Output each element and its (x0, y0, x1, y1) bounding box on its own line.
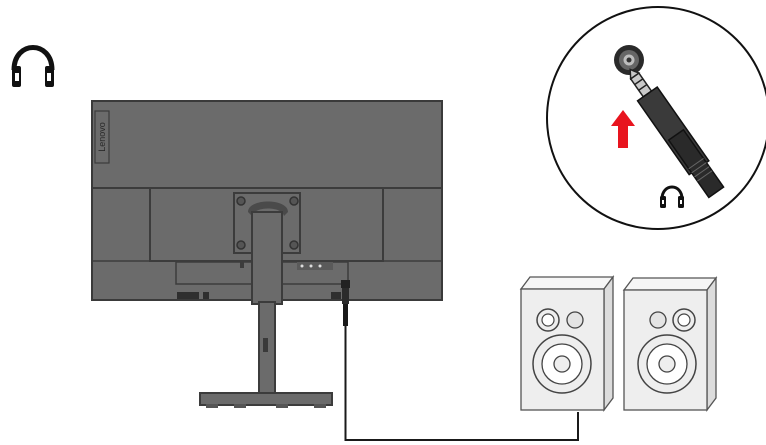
audio-plug (629, 68, 725, 199)
stand-base (199, 392, 333, 406)
headphone-icon (660, 185, 684, 208)
audio-cable (341, 280, 579, 441)
speaker-left (519, 275, 615, 412)
headphone-icon (11, 45, 55, 87)
audio-jack-port (614, 45, 644, 75)
connector-detail-inset (546, 6, 766, 230)
speaker-right (622, 276, 718, 412)
up-arrow-icon (611, 110, 635, 148)
brand-logo: Lenovo (97, 122, 107, 152)
monitor-ports (177, 292, 199, 299)
monitor-stand (199, 201, 333, 408)
